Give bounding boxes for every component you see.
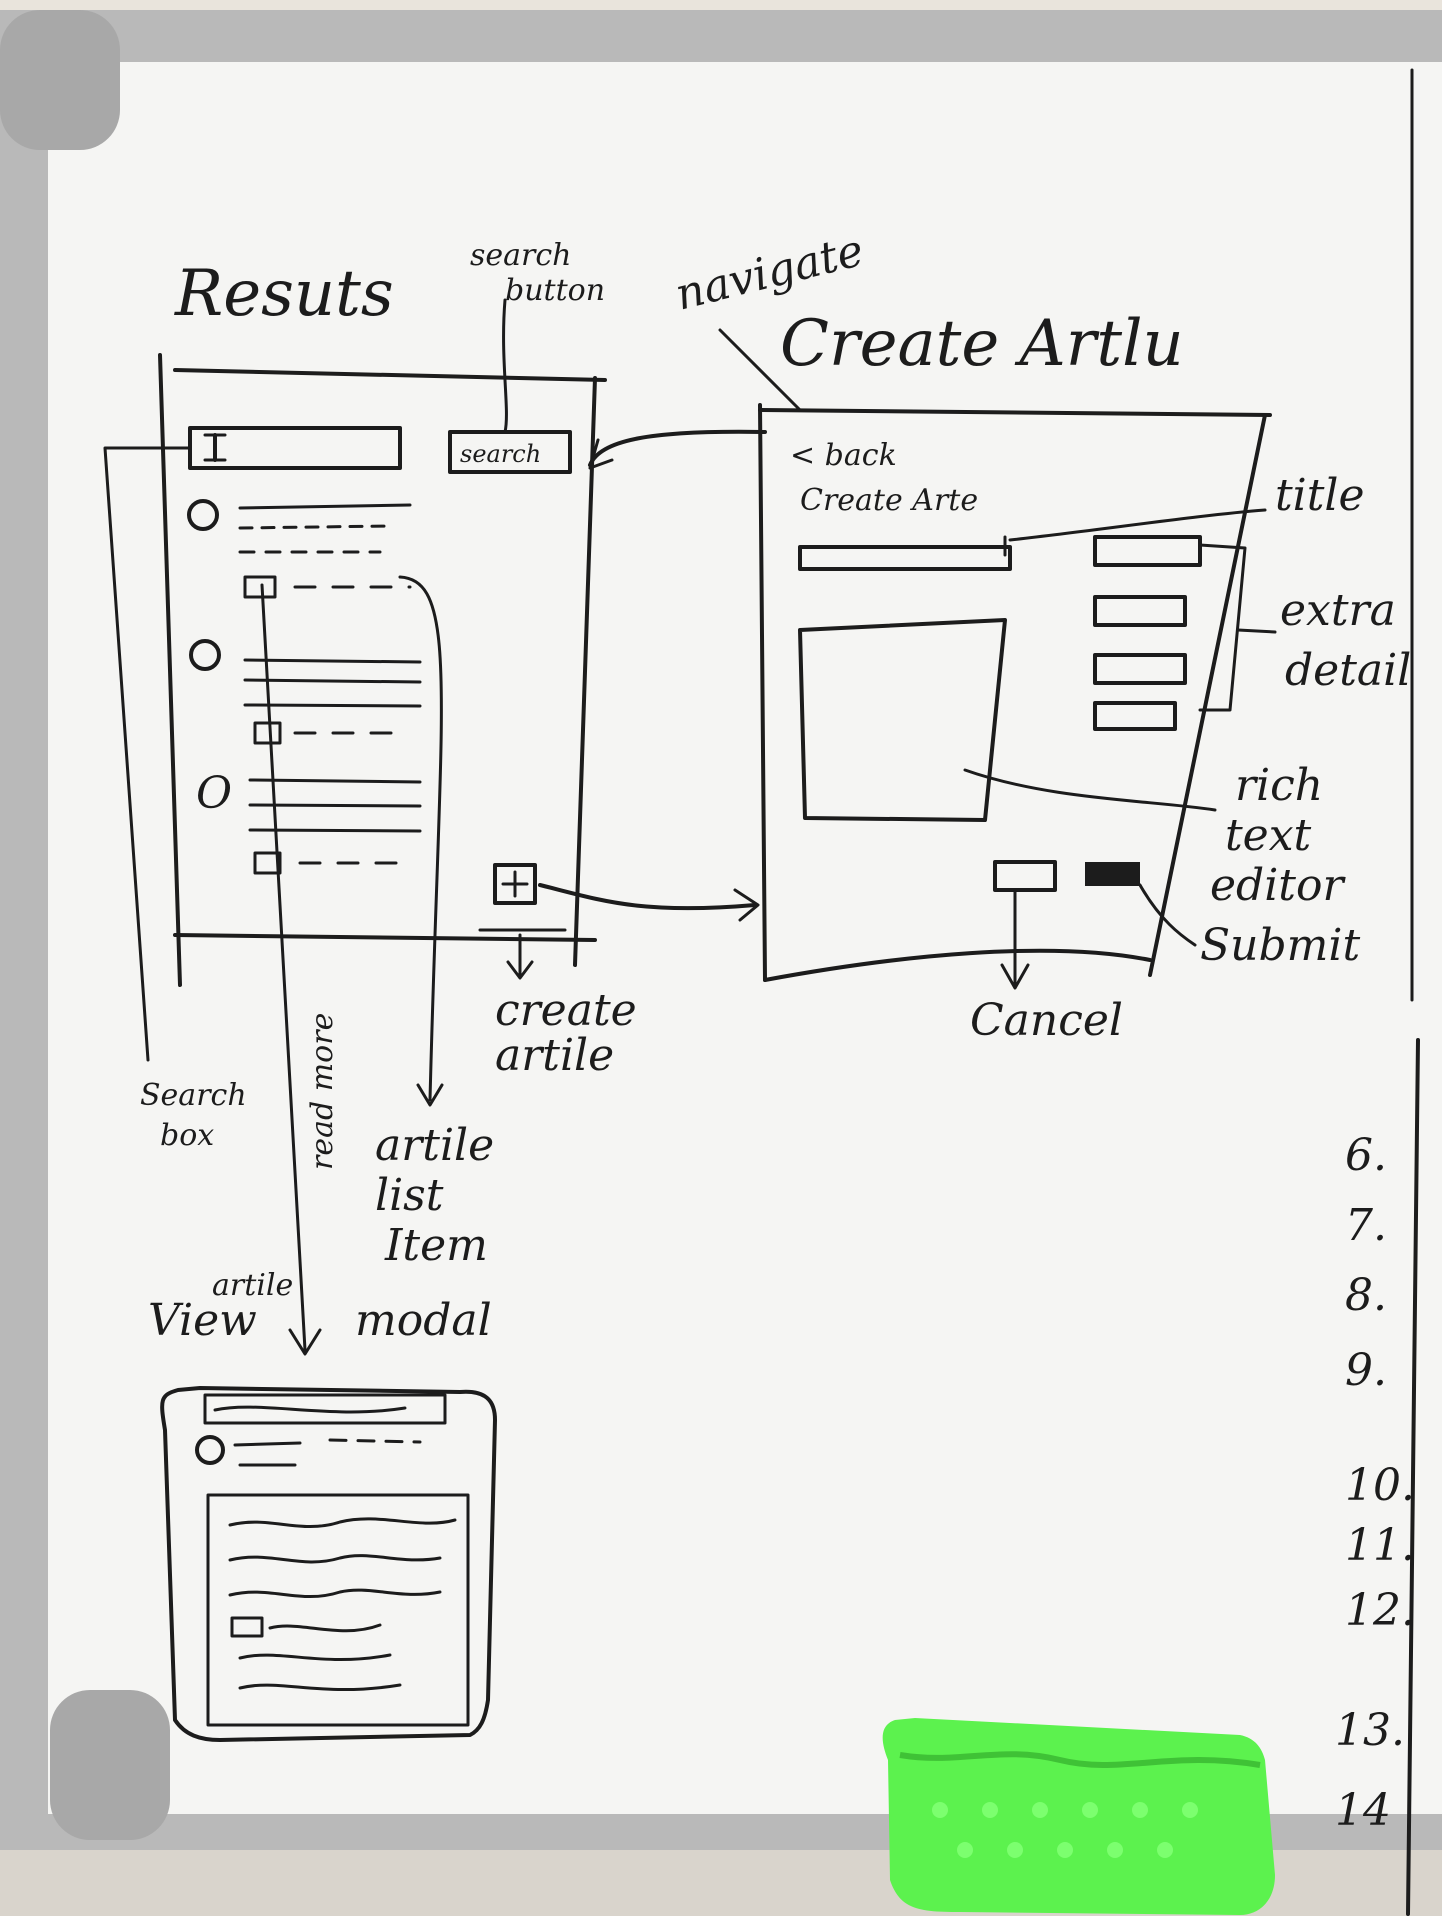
list-item[interactable] [189,639,422,745]
search-button-label: button [505,273,605,308]
view-modal-title: modal [355,1295,492,1346]
detail-input[interactable] [1093,535,1202,567]
edge-number: 9. [1345,1345,1387,1396]
extra-detail-label: detail [1285,645,1411,696]
list-item[interactable] [187,499,412,599]
results-title: Resuts [174,257,394,331]
detail-input[interactable] [1093,595,1187,627]
rich-text-editor-label: rich [1235,760,1323,811]
back-link[interactable]: < back [790,438,897,473]
edge-number: 7. [1345,1200,1387,1251]
article-list-item-label: list [375,1170,444,1221]
list-item[interactable]: O [196,768,422,875]
create-article-title: Create Artlu [780,307,1184,381]
rich-text-editor[interactable] [798,618,1007,822]
search-button-label: search [470,238,572,273]
read-more-label: read more [305,1013,340,1170]
create-article-label: artile [495,1030,614,1081]
edge-number: 8. [1345,1270,1387,1321]
create-article-button[interactable] [493,863,537,905]
edge-number: 10. [1345,1460,1415,1511]
edge-number: 14 [1335,1785,1391,1836]
search-box-label: Search [140,1078,247,1113]
edge-number: 6. [1345,1130,1387,1181]
cancel-button[interactable] [993,860,1057,892]
submit-label: Submit [1200,920,1360,971]
view-article-modal [160,1386,497,1742]
edge-number: 11. [1345,1520,1415,1571]
search-button[interactable]: search [448,430,572,474]
detail-input[interactable] [1093,701,1177,731]
svg-text:search: search [460,440,541,468]
svg-text:O: O [196,768,232,819]
search-box-label: box [160,1118,214,1153]
view-modal-title: View [148,1295,257,1346]
edge-number: 13. [1335,1705,1405,1756]
cancel-label: Cancel [970,995,1123,1046]
create-article-heading: Create Arte [800,483,978,518]
article-body [206,1493,470,1727]
title-label: title [1275,470,1365,521]
rich-text-editor-label: editor [1210,860,1346,911]
whiteboard-eraser [882,1718,1275,1915]
edge-number: 12. [1345,1585,1415,1636]
extra-detail-label: extra [1280,585,1396,636]
article-list-item-label: Item [384,1220,488,1271]
rich-text-editor-label: text [1225,810,1312,861]
create-article-label: create [495,985,637,1036]
submit-button[interactable] [1085,862,1140,886]
article-list-item-label: artile [375,1120,494,1171]
title-input[interactable] [798,545,1012,571]
detail-input[interactable] [1093,653,1187,685]
view-modal-title: artile [212,1268,293,1303]
